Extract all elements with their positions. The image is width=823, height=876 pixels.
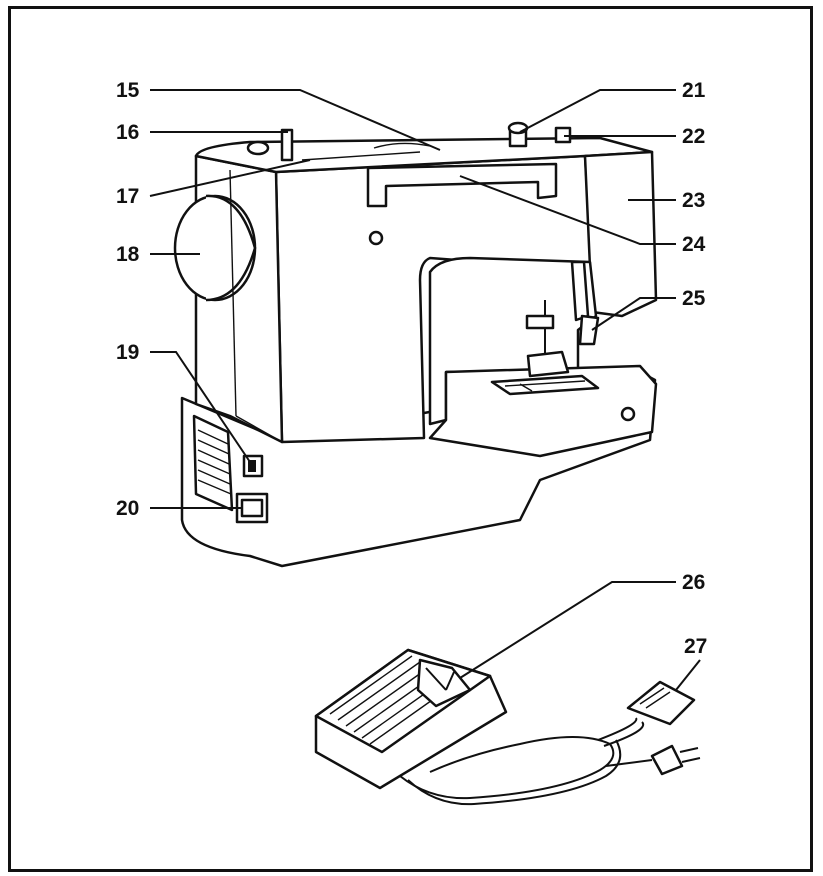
- leader-24: [459, 175, 676, 245]
- leader-19: [150, 351, 251, 463]
- machine-head: [583, 150, 658, 318]
- needle-clamp: [525, 314, 555, 330]
- label-17: 17: [116, 185, 140, 208]
- presser-foot: [526, 350, 570, 378]
- wall-plug: [650, 744, 684, 776]
- spool-pin-16: [280, 128, 294, 162]
- machine-plug: [626, 680, 696, 726]
- label-26: 26: [682, 571, 706, 594]
- foot-controller: [314, 648, 508, 790]
- screw-hole: [368, 230, 384, 246]
- label-16: 16: [116, 121, 140, 144]
- label-23: 23: [682, 189, 706, 212]
- leader-21: [519, 89, 676, 133]
- label-25: 25: [682, 287, 706, 310]
- sewing-bed: [428, 364, 658, 458]
- label-27: 27: [684, 635, 708, 658]
- label-18: 18: [116, 243, 140, 266]
- leader-15: [150, 89, 441, 151]
- label-20: 20: [116, 497, 140, 520]
- leader-25: [591, 297, 676, 331]
- needle-plate: [490, 374, 600, 396]
- power-cord: [399, 680, 701, 806]
- bobbin-winder-stop: [246, 140, 270, 156]
- label-15: 15: [116, 79, 140, 102]
- leader-27: [675, 659, 701, 691]
- thread-guide: [570, 260, 590, 322]
- leader-17: [149, 159, 311, 197]
- carrying-handle: [366, 162, 558, 208]
- leader-lines: [149, 89, 701, 691]
- label-19: 19: [116, 341, 140, 364]
- leader-26: [459, 581, 676, 679]
- sewing-machine: [173, 121, 658, 568]
- presser-lever: [578, 314, 600, 346]
- ventilation-grill: [192, 414, 234, 512]
- label-21: 21: [682, 79, 706, 102]
- label-22: 22: [682, 125, 706, 148]
- label-24: 24: [682, 233, 706, 256]
